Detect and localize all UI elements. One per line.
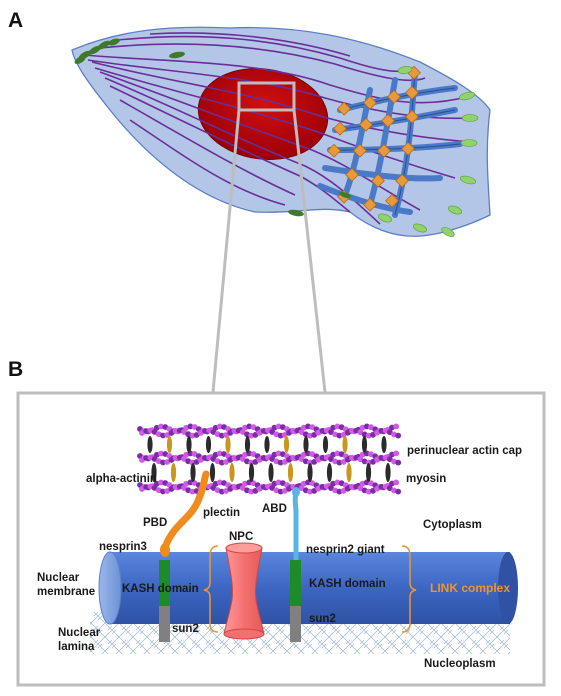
nesprin3-protein	[160, 470, 210, 557]
actin-cap-fibers-outline	[329, 71, 461, 216]
kash-domain-left	[159, 560, 170, 606]
myosin-linker	[147, 436, 153, 453]
myosin-linker	[248, 463, 255, 482]
label-link-complex: LINK complex	[430, 581, 510, 595]
focal-adhesions-green	[378, 66, 479, 237]
label-nuclear-lamina-1: Nuclear	[58, 627, 101, 639]
alpha-actinin-linker	[346, 463, 352, 482]
panel-a-letter: A	[8, 9, 23, 32]
label-nuclear-lamina-2: lamina	[58, 641, 95, 653]
nuclear-membrane-tube	[98, 551, 518, 625]
label-nesprin2-giant: nesprin2 giant	[306, 544, 385, 556]
label-actin-cap: perinuclear actin cap	[407, 445, 522, 457]
actin-filament-strand	[137, 479, 402, 495]
actin-crosslinkers	[147, 436, 391, 482]
label-sun2-right: sun2	[309, 613, 336, 625]
myosin-linker	[326, 463, 333, 482]
sun2-right	[290, 606, 301, 642]
actin-filaments	[137, 423, 402, 495]
myosin-linker	[385, 463, 391, 482]
label-sun2-left: sun2	[172, 623, 199, 635]
alpha-actinin-linker	[283, 436, 290, 453]
alpha-actinin-linker	[170, 463, 177, 482]
label-nuclear-membrane-2: membrane	[37, 586, 95, 598]
alpha-actinin-linker	[225, 436, 231, 453]
label-nuclear-membrane-1: Nuclear	[37, 572, 80, 584]
myosin-linker	[264, 436, 270, 453]
actin-filament-strand	[137, 450, 402, 466]
focal-adhesions-dark	[74, 38, 351, 217]
link-brace-left	[203, 545, 219, 633]
alpha-actinin-linker	[166, 436, 173, 453]
myosin-linker	[307, 463, 313, 482]
cap-junctions	[327, 65, 421, 212]
label-alpha-actinin: alpha-actinin	[86, 473, 157, 485]
sun2-left	[159, 606, 170, 642]
label-cytoplasm: Cytoplasm	[423, 519, 482, 531]
myosin-linker	[361, 436, 368, 453]
label-kash-right: KASH domain	[309, 578, 386, 590]
alpha-actinin-linker	[342, 436, 348, 453]
myosin-linker	[322, 436, 329, 453]
myosin-linker	[268, 463, 274, 482]
label-plectin: plectin	[203, 507, 240, 519]
label-abd: ABD	[262, 503, 287, 515]
label-nesprin3: nesprin3	[99, 541, 147, 553]
label-npc: NPC	[229, 531, 253, 543]
myosin-linker	[190, 463, 196, 482]
myosin-linker	[365, 463, 372, 482]
panel-b-letter: B	[8, 358, 23, 381]
npc-pore	[223, 542, 265, 640]
label-myosin: myosin	[406, 473, 446, 485]
alpha-actinin-linker	[229, 463, 235, 482]
myosin-linker	[186, 436, 192, 453]
myosin-linker	[209, 463, 216, 482]
label-pbd: PBD	[143, 517, 167, 529]
alpha-actinin-linker	[287, 463, 294, 482]
myosin-linker	[205, 436, 212, 453]
label-kash-left: KASH domain	[122, 583, 199, 595]
myosin-linker	[151, 463, 157, 482]
label-nucleoplasm: Nucleoplasm	[424, 658, 496, 670]
actin-filament-strand	[137, 423, 402, 439]
myosin-linker	[381, 436, 387, 453]
link-brace-right	[401, 545, 417, 633]
kash-domain-right	[290, 560, 301, 606]
nesprin2-giant-protein	[292, 487, 300, 563]
myosin-linker	[244, 436, 251, 453]
cell-illustration	[71, 26, 491, 237]
zoom-indicator	[211, 81, 327, 393]
myosin-linker	[303, 436, 309, 453]
